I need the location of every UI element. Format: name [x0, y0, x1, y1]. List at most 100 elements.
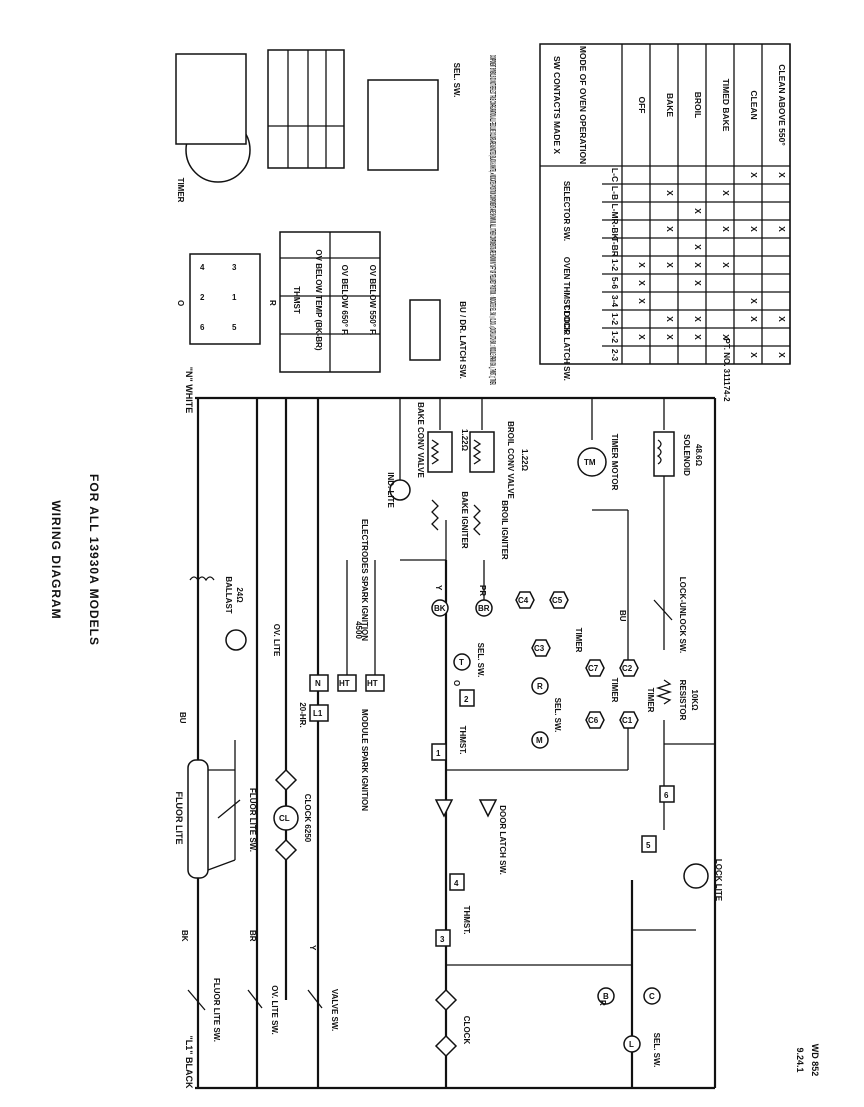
thmst-table-h0: THMST — [292, 286, 301, 314]
bake-igniter — [431, 499, 439, 531]
mode-table-mark: X — [693, 316, 703, 322]
sel-sw-label-2: SEL. SW. — [553, 698, 562, 733]
wire-bu-2: BU — [618, 610, 627, 622]
thmst-block-r: R — [268, 300, 277, 306]
mode-table-mode: BAKE — [665, 93, 675, 117]
mode-table-mark: X — [637, 262, 647, 268]
mode-table-mode: CLEAN — [749, 90, 759, 119]
sel-sw-label-3: SEL. SW. — [652, 1033, 661, 1068]
module-l1 — [309, 704, 329, 722]
wire-bu-1: BU — [178, 712, 187, 724]
ov-lite-sw-label: OV. LITE SW. — [270, 985, 279, 1035]
electrodes-label: ELECTRODES SPARK IGNITION — [360, 519, 369, 641]
mode-table-mark: X — [665, 226, 675, 232]
timer-label-2: TIMER — [610, 678, 619, 703]
wire-o-1: O — [452, 680, 461, 686]
sel-m — [531, 731, 549, 749]
mode-table-mark: X — [777, 172, 787, 178]
mode-table-mode: BROIL — [693, 92, 703, 118]
thmst-label-2: THMST. — [462, 906, 471, 935]
svg-text:C7: C7 — [588, 664, 599, 673]
timer-c2 — [619, 659, 639, 677]
svg-text:HT: HT — [339, 679, 350, 688]
mode-table-mark: X — [749, 316, 759, 322]
svg-text:C2: C2 — [622, 664, 633, 673]
resistor-label: RESISTOR — [678, 680, 687, 721]
svg-text:1: 1 — [232, 293, 237, 302]
mode-table-col-head: 1-2 — [610, 331, 620, 344]
timer-motor-label: TIMER MOTOR — [610, 434, 619, 491]
ind-lite — [389, 479, 411, 501]
bake-igniter-label: BAKE IGNITER — [460, 491, 469, 549]
bake-conv-label: BAKE CONV VALVE — [416, 402, 425, 478]
svg-text:M: M — [536, 736, 543, 745]
fluor-lite-label: FLUOR LITE — [174, 792, 184, 845]
mode-table-col-head: T-BR — [610, 237, 620, 257]
sel-sw-sketch — [367, 79, 439, 171]
svg-text:T: T — [459, 658, 464, 667]
thmst-table — [279, 231, 381, 373]
mode-table-mode: TIMED BAKE — [721, 79, 731, 132]
svg-text:C: C — [649, 992, 655, 1001]
timer-motor — [577, 447, 607, 477]
mode-table-mark: X — [665, 334, 675, 340]
twenty-hr-label: 20-HR. — [298, 702, 307, 727]
mode-table-col-head: 1-2 — [610, 259, 620, 272]
door-latch-3 — [434, 799, 454, 818]
mode-table-mode-head: MODE OF OVEN OPERATION — [578, 46, 588, 164]
timer-dial-label: TIMER — [176, 178, 185, 203]
bake-conv-valve — [427, 431, 453, 473]
footer-code1: 9.24.1 — [795, 1047, 805, 1072]
broil-igniter — [473, 504, 481, 536]
svg-text:5: 5 — [232, 323, 237, 332]
mode-table-col-head: L-C — [610, 168, 620, 182]
door-latch-label: DOOR LATCH SW. — [498, 805, 507, 875]
mode-table-mark: X — [693, 334, 703, 340]
sel-sw-label-1: SEL. SW. — [476, 643, 485, 678]
clock-motor — [273, 805, 299, 831]
svg-text:6: 6 — [664, 791, 669, 800]
mode-table-frame — [539, 43, 791, 365]
mode-table-mark: X — [693, 280, 703, 286]
sel-sw-sketch-label: SEL. SW. — [452, 63, 461, 98]
mode-table-col-head: 5-6 — [610, 277, 620, 290]
clock-sw-2 — [434, 988, 458, 1012]
mode-table-mark: X — [637, 280, 647, 286]
mode-table-col-head: L-M — [610, 203, 620, 218]
ballast-label: BALLAST — [224, 576, 233, 613]
mode-table-mark: X — [749, 298, 759, 304]
rail-n-label: "N" WHITE — [184, 367, 194, 414]
thmst-table-r2c0: OV BELOW 550° F. — [368, 265, 377, 336]
mode-table-mark: X — [721, 190, 731, 196]
thmst-6 — [659, 785, 675, 803]
clock-sw-label: CLOCK — [462, 1016, 471, 1045]
ballast-coil — [189, 576, 215, 582]
svg-text:C5: C5 — [552, 596, 563, 605]
svg-text:6: 6 — [200, 323, 205, 332]
mode-table-mark: X — [693, 262, 703, 268]
mode-table-mark: X — [665, 262, 675, 268]
door-latch-sketch — [409, 299, 441, 361]
thmst-4 — [449, 873, 465, 891]
svg-text:5: 5 — [646, 841, 651, 850]
svg-text:4: 4 — [454, 879, 459, 888]
broil-conv-label: BROIL CONV VALVE — [506, 421, 515, 499]
timer-label-3: TIMER — [646, 688, 655, 713]
sel-bk — [431, 599, 449, 617]
thmst-5 — [641, 835, 657, 853]
lock-lite-label: LOCK LITE — [714, 859, 723, 902]
mode-table-mark: X — [665, 316, 675, 322]
broil-igniter-label: BROIL IGNITER — [500, 500, 509, 560]
door-latch-2 — [478, 799, 498, 818]
ov-lite-bulb — [225, 629, 247, 651]
wire-y-2: Y — [434, 585, 443, 591]
svg-text:HT: HT — [367, 679, 378, 688]
mode-table-title: SW CONTACTS MADE X — [552, 56, 562, 154]
mode-table-mark: X — [749, 352, 759, 358]
mode-table-mark: X — [777, 316, 787, 322]
ind-lite-label: IND. LITE — [386, 472, 395, 508]
solenoid-label: SOLENOID — [682, 434, 691, 476]
svg-text:C6: C6 — [588, 716, 599, 725]
svg-text:BR: BR — [478, 604, 490, 613]
